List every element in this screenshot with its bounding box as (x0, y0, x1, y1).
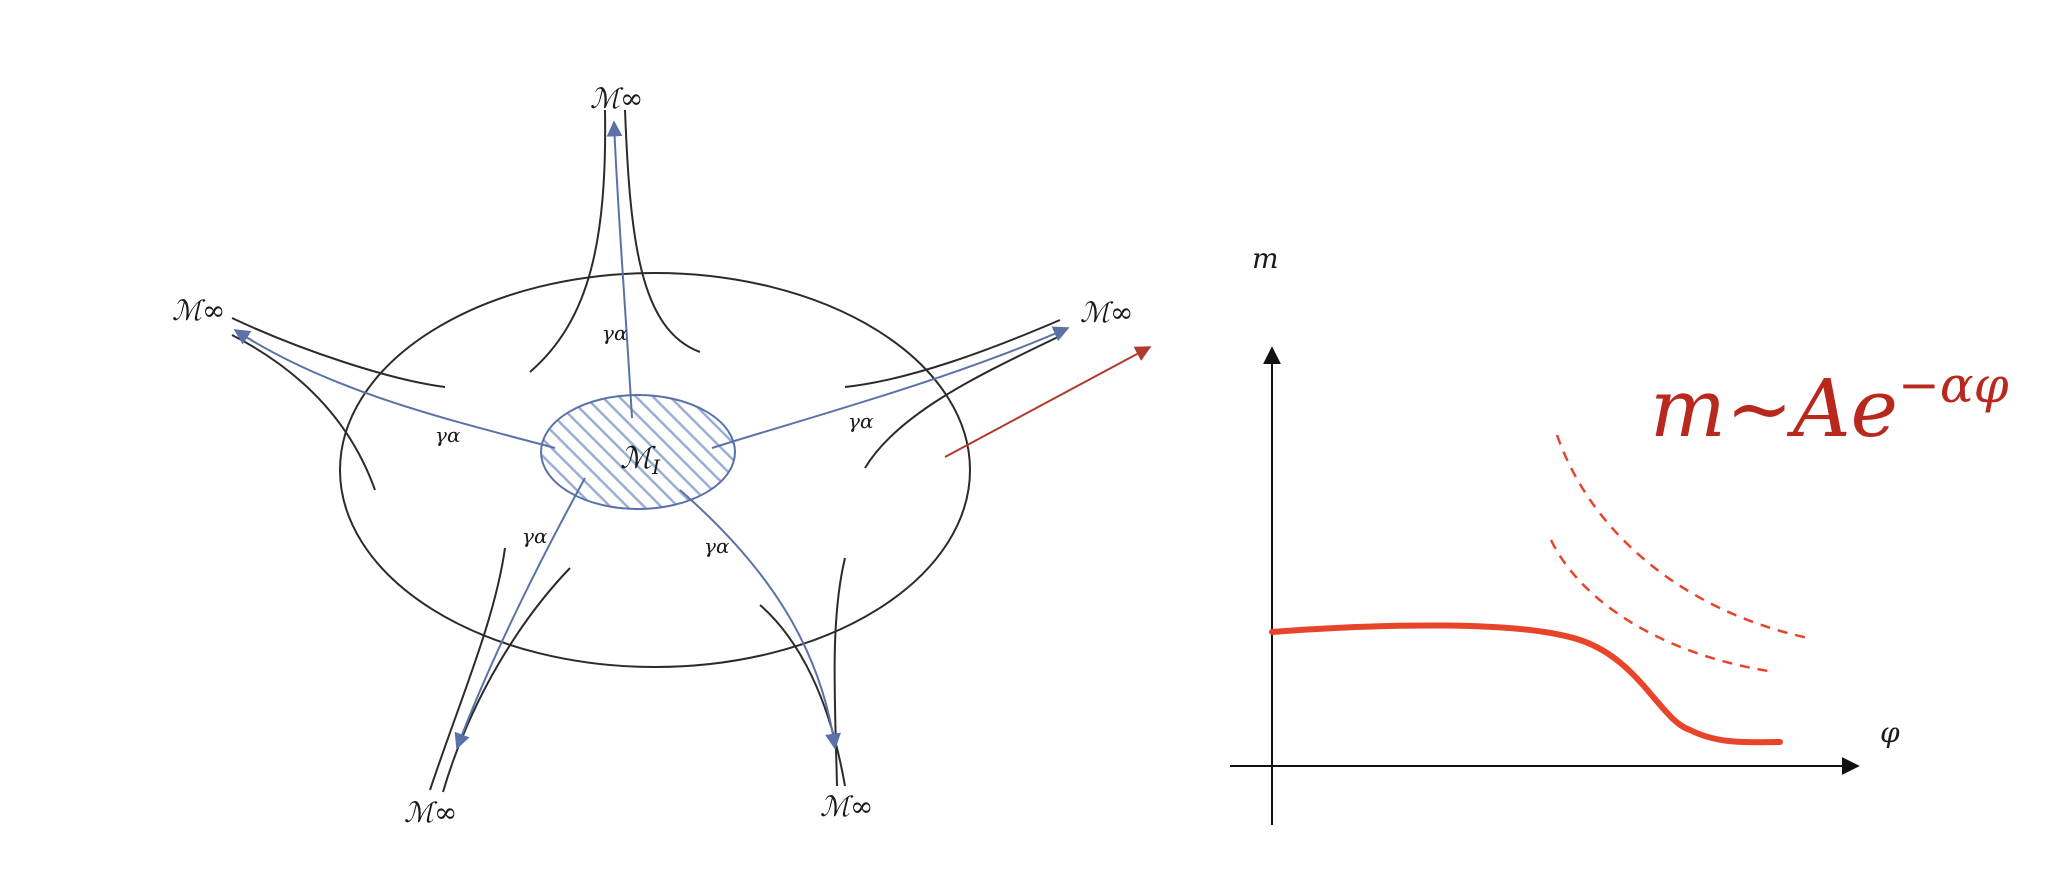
interior-label: ℳI (620, 441, 661, 479)
mass-plot: m φ m~Ae−αφ (1230, 242, 2009, 825)
path-label-bottom-left: γα (522, 524, 548, 548)
boundary-label-top: ℳ∞ (590, 82, 643, 115)
moduli-space-diagram: ℳI ℳ∞ ℳ∞ ℳ∞ ℳ∞ ℳ∞ γα γα γα γα γα (172, 82, 1152, 829)
spike-bottom-right (759, 557, 846, 787)
y-axis-label: m (1252, 242, 1279, 275)
dashed-curve-upper (1555, 434, 1809, 640)
red-direction-arrow (944, 346, 1152, 458)
x-axis-label: φ (1880, 716, 1900, 749)
path-to-bottom-left (454, 477, 586, 750)
path-to-bottom-right (679, 489, 841, 750)
path-label-right: γα (848, 409, 874, 433)
path-label-bottom-right: γα (704, 534, 730, 558)
path-to-top (606, 120, 633, 419)
spike-bottom-left (429, 547, 571, 793)
path-label-top: γα (602, 321, 628, 345)
mass-curve (1269, 622, 1783, 746)
moduli-space-body (339, 272, 971, 668)
spike-right (844, 319, 1063, 469)
path-to-right (711, 326, 1070, 449)
scaling-equation: m~Ae−αφ (1650, 356, 2009, 455)
spike-left (231, 317, 446, 491)
boundary-label-bottom-left: ℳ∞ (404, 796, 457, 829)
spike-top (529, 109, 701, 373)
path-label-left: γα (435, 423, 461, 447)
boundary-label-left: ℳ∞ (172, 294, 225, 327)
boundary-label-bottom-right: ℳ∞ (820, 790, 873, 823)
interior-region (540, 394, 736, 510)
geodesic-paths (233, 120, 1070, 750)
path-to-left (233, 329, 556, 449)
boundary-label-right: ℳ∞ (1080, 296, 1133, 329)
dashed-curve-lower (1549, 539, 1776, 674)
